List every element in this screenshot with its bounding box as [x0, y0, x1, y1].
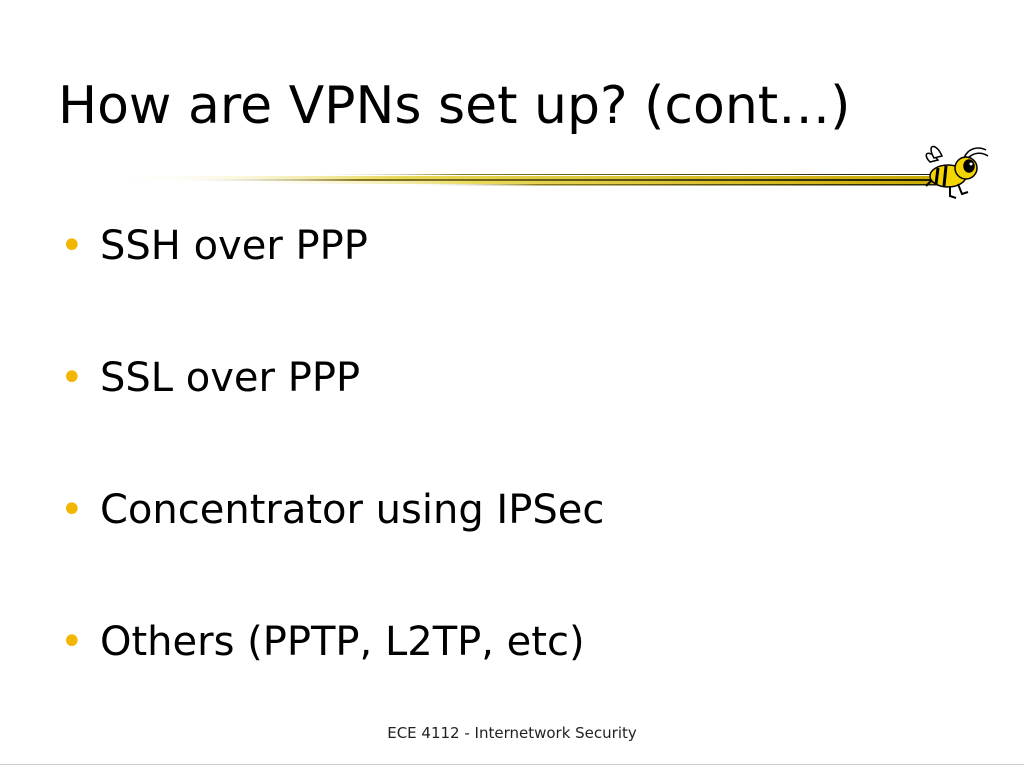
bullet-text: SSL over PPP — [100, 355, 361, 401]
slide-footer: ECE 4112 - Internetwork Security — [387, 724, 637, 742]
bullet-item: • Others (PPTP, L2TP, etc) — [60, 618, 585, 666]
bullet-dot-icon: • — [60, 487, 84, 533]
slide-title: How are VPNs set up? (cont…) — [58, 76, 851, 136]
bullet-dot-icon: • — [60, 619, 84, 665]
bullet-item: • SSH over PPP — [60, 222, 368, 270]
bullet-text: Others (PPTP, L2TP, etc) — [100, 619, 585, 665]
bullet-text: Concentrator using IPSec — [100, 487, 605, 533]
title-underline-rule — [100, 174, 950, 186]
bullet-dot-icon: • — [60, 355, 84, 401]
bullet-dot-icon: • — [60, 223, 84, 269]
bullet-item: • SSL over PPP — [60, 354, 360, 402]
bottom-divider — [0, 764, 1024, 765]
bullet-item: • Concentrator using IPSec — [60, 486, 604, 534]
yellow-jacket-mascot-icon — [925, 145, 989, 199]
bullet-text: SSH over PPP — [100, 223, 368, 269]
